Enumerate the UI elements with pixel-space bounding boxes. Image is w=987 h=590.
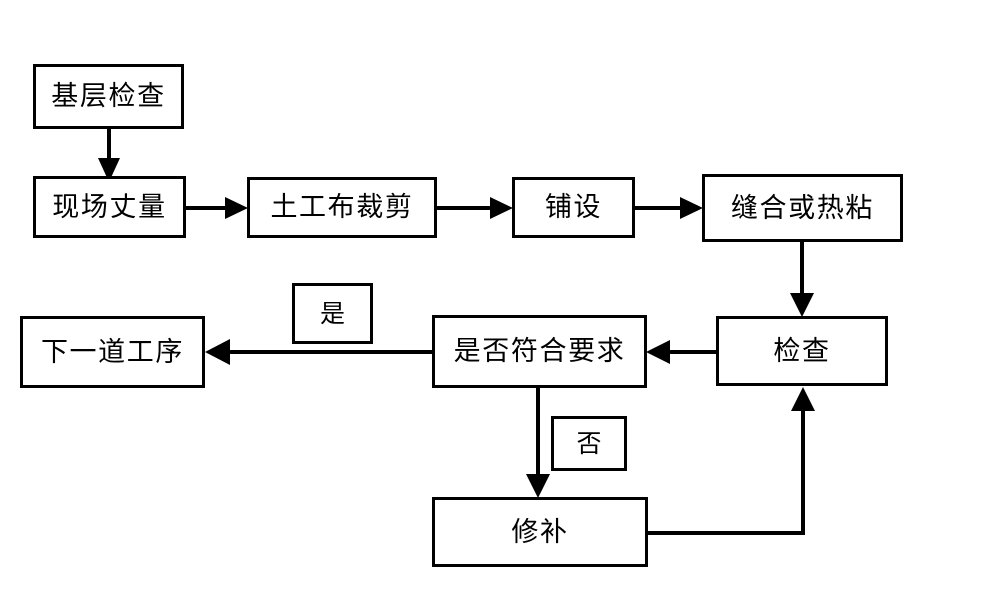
node-label: 缝合或热粘 bbox=[730, 192, 875, 224]
edge-label-no: 否 bbox=[551, 416, 627, 471]
edge-jiancha-to-decision bbox=[646, 340, 716, 364]
node-label: 基层检查 bbox=[51, 81, 166, 112]
node-xianchang-zhangliang[interactable]: 现场丈量 bbox=[33, 176, 186, 238]
edge-pushe-to-fenghe bbox=[635, 197, 703, 219]
node-pushe[interactable]: 铺设 bbox=[512, 177, 635, 238]
node-label: 铺设 bbox=[544, 192, 603, 223]
node-xia-yi-dao-gongxu[interactable]: 下一道工序 bbox=[20, 316, 205, 388]
node-label: 是否符合要求 bbox=[453, 336, 626, 367]
node-label: 检查 bbox=[773, 335, 831, 367]
edge-caijian-to-pushe bbox=[437, 197, 513, 219]
node-xiubu[interactable]: 修补 bbox=[432, 497, 648, 567]
node-tugongbu-caijian[interactable]: 土工布裁剪 bbox=[247, 177, 437, 238]
edge-label-text: 否 bbox=[576, 429, 602, 458]
node-jiceng-jiancha[interactable]: 基层检查 bbox=[33, 64, 184, 129]
edge-xiubu-to-jiancha-loop bbox=[648, 387, 815, 535]
node-label: 现场丈量 bbox=[52, 191, 167, 223]
edge-label-text: 是 bbox=[319, 299, 345, 328]
node-label: 修补 bbox=[511, 516, 569, 548]
node-label: 下一道工序 bbox=[40, 336, 185, 368]
node-label: 土工布裁剪 bbox=[270, 192, 414, 223]
edge-decision-to-xiubu-no bbox=[526, 388, 550, 498]
edge-xianchang-to-caijian bbox=[186, 197, 248, 219]
node-shifou-fuhe-yaoqiu[interactable]: 是否符合要求 bbox=[432, 315, 647, 388]
edge-decision-to-next-yes bbox=[205, 339, 432, 365]
edge-label-yes: 是 bbox=[292, 283, 373, 344]
edge-jiceng-to-xianchang bbox=[98, 129, 120, 182]
node-fenghe-huo-rezhan[interactable]: 缝合或热粘 bbox=[702, 174, 903, 242]
node-jiancha[interactable]: 检查 bbox=[716, 316, 888, 386]
edge-fenghe-to-jiancha bbox=[790, 242, 814, 317]
